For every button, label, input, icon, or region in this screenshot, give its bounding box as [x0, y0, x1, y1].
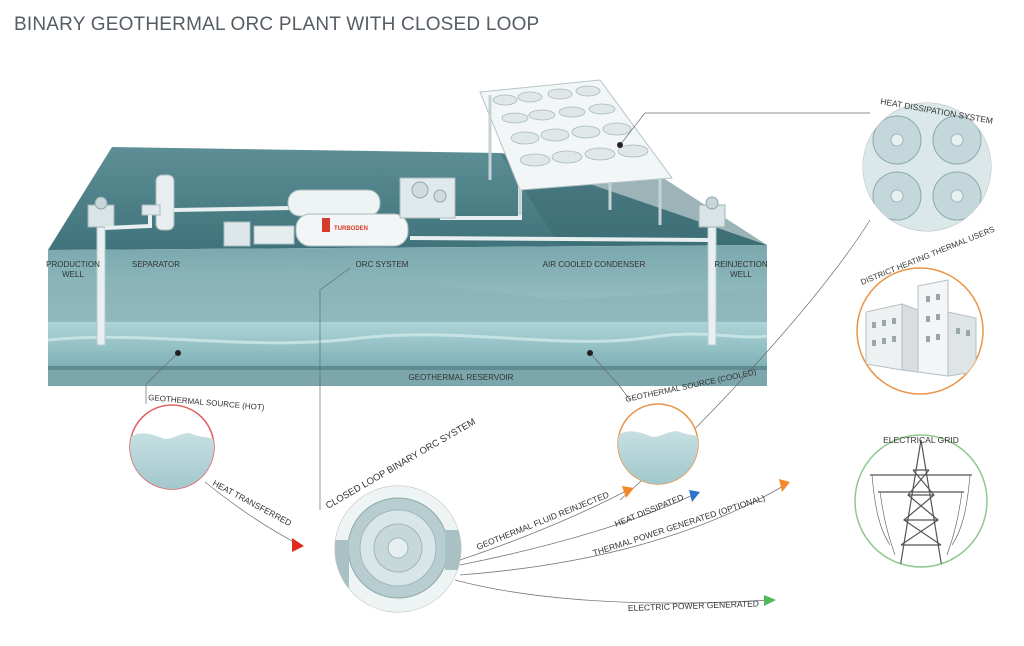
electrical-grid-circle: ELECTRICAL GRID — [854, 434, 988, 568]
electrical-grid-label: ELECTRICAL GRID — [883, 435, 959, 445]
thermal-power-arrow — [779, 479, 790, 492]
orc-equipment: TURBODEN — [223, 177, 456, 247]
turboden-logo: TURBODEN — [334, 226, 368, 232]
air-cooled-condenser-structure — [479, 79, 673, 225]
electric-power-label: ELECTRIC POWER GENERATED — [628, 598, 759, 613]
separator-structure — [141, 174, 175, 231]
production-well-label-1: PRODUCTION — [46, 260, 100, 269]
production-well-label-2: WELL — [62, 270, 84, 279]
heat-dissipation-circle: HEAT DISSIPATION SYSTEM — [862, 96, 994, 232]
condenser-dot — [617, 142, 623, 148]
cooled-source-dot — [587, 350, 593, 356]
flow-curves — [204, 481, 786, 604]
electric-power-arrow — [764, 595, 776, 606]
heat-transferred-arrow — [292, 538, 304, 552]
district-heating-circle: DISTRICT HEATING THERMAL USERS — [856, 225, 996, 395]
heat-transferred-label: HEAT TRANSFERRED — [211, 478, 293, 528]
flow-arrows — [292, 479, 790, 606]
geothermal-reservoir-label: GEOTHERMAL RESERVOIR — [409, 373, 514, 382]
production-well-structure — [87, 196, 115, 346]
heat-dissipated-arrow — [689, 490, 700, 502]
reinjection-well-label-2: WELL — [730, 270, 752, 279]
plant-labels: PRODUCTION WELL SEPARATOR ORC SYSTEM AIR… — [46, 260, 768, 382]
page-title: BINARY GEOTHERMAL ORC PLANT WITH CLOSED … — [14, 14, 540, 35]
orc-system-circle: CLOSED LOOP BINARY ORC SYSTEM — [324, 417, 478, 613]
air-cooled-condenser-label: AIR COOLED CONDENSER — [543, 260, 646, 269]
hot-source-dot — [175, 350, 181, 356]
hot-source-circle: GEOTHERMAL SOURCE (HOT) — [129, 393, 265, 490]
reinjection-well-structure — [698, 196, 726, 346]
bedrock-layer — [48, 366, 767, 386]
fluid-reinjected-arrow — [622, 486, 634, 498]
reinjection-well-label-1: REINJECTION — [714, 260, 768, 269]
orc-system-label: ORC SYSTEM — [356, 260, 409, 269]
reservoir-layer — [48, 322, 767, 366]
fluid-reinjected-label: GEOTHERMAL FLUID REINJECTED — [475, 489, 610, 551]
separator-label: SEPARATOR — [132, 260, 180, 269]
